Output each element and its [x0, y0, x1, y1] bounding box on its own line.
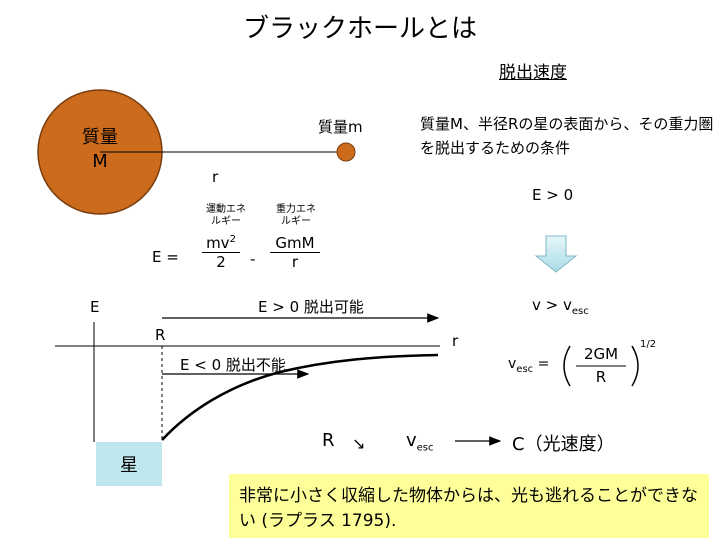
- velocity-condition-text: v > v: [532, 296, 572, 314]
- small-mass-circle: [336, 142, 356, 162]
- radius-label: r: [212, 168, 219, 186]
- subtitle: 脱出速度: [499, 63, 567, 83]
- left-paren: [563, 345, 571, 387]
- escape-v: v: [508, 356, 517, 372]
- limit-v-text: v: [406, 430, 417, 451]
- star-box: 星: [96, 442, 162, 486]
- escape-numerator: 2GM: [583, 345, 619, 363]
- limit-v-sub: esc: [416, 442, 434, 454]
- r-axis-label: r: [452, 332, 459, 350]
- kinetic-energy-label-2: ルギー: [211, 216, 241, 227]
- energy-axis-label: E: [90, 298, 100, 316]
- kinetic-exponent: 2: [229, 234, 236, 245]
- planet-label-line2: M: [92, 151, 108, 172]
- kinetic-energy-label-1: 運動エネ: [206, 204, 246, 215]
- potential-fraction: GmM r: [270, 234, 320, 271]
- kinetic-energy-label: 運動エネ ルギー: [196, 204, 256, 228]
- escape-denominator: R: [595, 368, 607, 386]
- energy-lhs: E =: [152, 248, 179, 266]
- kinetic-numerator: mv: [206, 234, 230, 252]
- escape-possible-label: E > 0 脱出可能: [258, 298, 364, 316]
- escape-eq: =: [537, 356, 550, 372]
- r-marker-label: R: [155, 326, 166, 344]
- planet-label-line1: 質量: [82, 127, 118, 148]
- planet-label: 質量 M: [38, 126, 162, 174]
- down-arrow-icon: [534, 235, 578, 273]
- description: 質量M、半径Rの星の表面から、その重力圏を脱出するための条件: [420, 115, 714, 157]
- escape-v-sub: esc: [516, 363, 534, 375]
- decrease-arrow-icon: ↘: [352, 434, 366, 453]
- escape-impossible-label: E < 0 脱出不能: [180, 356, 286, 374]
- condition-text: E > 0: [532, 186, 574, 204]
- kinetic-fraction: mv2 2: [202, 234, 240, 271]
- velocity-condition-sub: esc: [571, 306, 589, 317]
- potential-energy-label: 重力エネ ルギー: [266, 204, 326, 228]
- potential-denominator: r: [291, 253, 299, 271]
- small-mass-label: 質量m: [318, 118, 363, 136]
- kinetic-denominator: 2: [216, 253, 226, 271]
- velocity-condition: v > vesc: [532, 296, 589, 317]
- potential-energy-label-1: 重力エネ: [276, 204, 316, 215]
- limit-r: R: [322, 430, 335, 451]
- potential-curve: [161, 353, 439, 441]
- limit-c: C（光速度）: [512, 434, 615, 455]
- page-title: ブラックホールとは: [242, 14, 477, 44]
- minus-sign: -: [250, 250, 256, 268]
- potential-energy-label-2: ルギー: [281, 216, 311, 227]
- note-box: 非常に小さく収縮した物体からは、光も逃れることができない (ラプラス 1795)…: [229, 474, 709, 538]
- escape-exponent: 1/2: [640, 339, 657, 350]
- limit-v: vesc: [406, 430, 434, 454]
- potential-numerator: GmM: [270, 234, 320, 253]
- right-paren: [631, 345, 639, 387]
- escape-formula-lhs: vesc =: [508, 356, 549, 375]
